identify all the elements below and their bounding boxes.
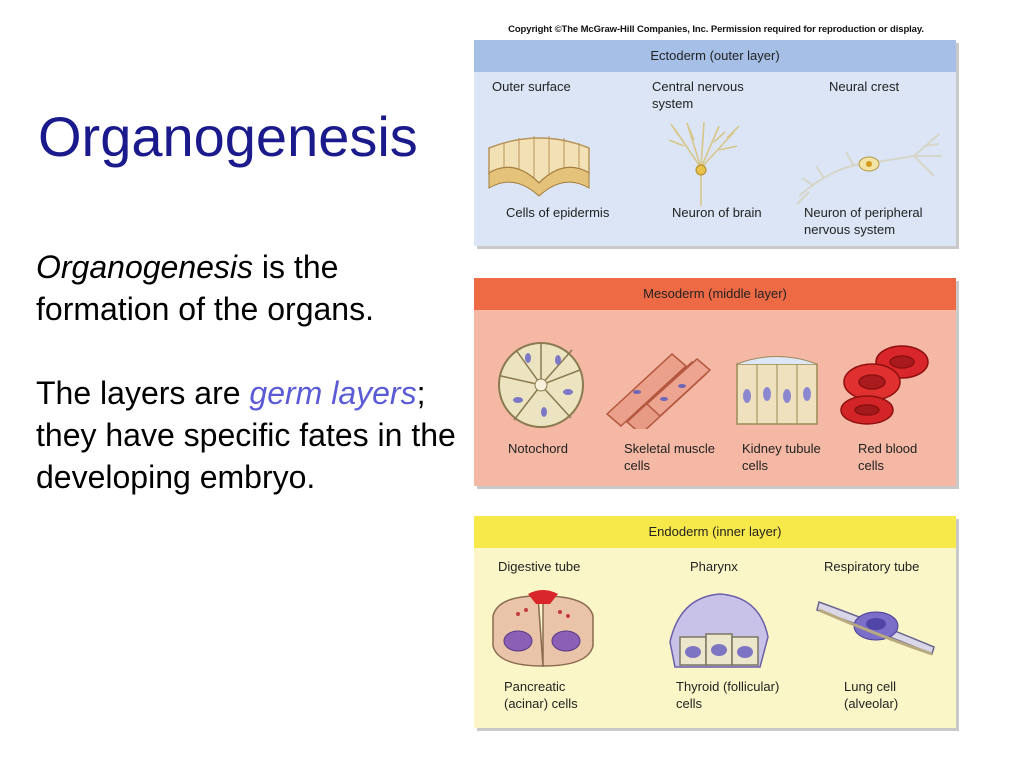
origin-digestive-tube: Digestive tube: [498, 559, 581, 574]
ectoderm-header: Ectoderm (outer layer): [474, 40, 956, 72]
term-organogenesis: Organogenesis: [36, 249, 254, 285]
definition-paragraph: Organogenesis is the formation of the or…: [36, 246, 466, 330]
mesoderm-header: Mesoderm (middle layer): [474, 278, 956, 310]
cell-epidermis-label: Cells of epidermis: [506, 205, 610, 220]
definition-text: is the formation of the organs.: [36, 249, 374, 327]
cell-skeletal-muscle-label: Skeletal muscle cells: [624, 441, 716, 473]
notochord-icon: [498, 342, 584, 428]
germ-layers-paragraph: The layers are germ layers; they have sp…: [36, 372, 466, 498]
slide-body: Organogenesis is the formation of the or…: [36, 246, 466, 498]
lung-cell-icon: [816, 601, 935, 656]
origin-pharynx: Pharynx: [690, 559, 738, 574]
cell-notochord-label: Notochord: [508, 441, 568, 456]
cell-brain-neuron-label: Neuron of brain: [672, 205, 762, 220]
copyright-notice: Copyright ©The McGraw-Hill Companies, In…: [508, 24, 924, 35]
origin-outer-surface: Outer surface: [492, 79, 571, 94]
thyroid-cells-icon: [669, 593, 769, 668]
cell-pancreatic-label: Pancreatic (acinar) cells: [504, 679, 578, 711]
origin-neural-crest: Neural crest: [829, 79, 900, 94]
germ-layers-intro: The layers are: [36, 375, 250, 411]
cell-red-blood-label: Red blood cells: [858, 441, 918, 473]
red-blood-cells-icon: [840, 345, 929, 425]
endoderm-panel: Endoderm (inner layer) Digestive tube Ph…: [474, 516, 956, 728]
origin-central-nervous-system: Central nervous system: [652, 79, 744, 111]
cell-kidney-tubule-label: Kidney tubule cells: [742, 441, 821, 473]
brain-neuron-icon: [668, 121, 740, 206]
endoderm-header: Endoderm (inner layer): [474, 516, 956, 548]
peripheral-neuron-icon: [796, 133, 942, 205]
term-germ-layers: germ layers: [249, 375, 417, 411]
cell-lung-label: Lung cell (alveolar): [844, 679, 899, 711]
pancreatic-cells-icon: [492, 590, 594, 667]
origin-respiratory-tube: Respiratory tube: [824, 559, 920, 574]
slide-title: Organogenesis: [38, 105, 418, 168]
epidermis-cells-icon: [488, 136, 590, 197]
cell-thyroid-label: Thyroid (follicular) cells: [676, 679, 780, 711]
mesoderm-panel: Mesoderm (middle layer) Notochord Skelet…: [474, 278, 956, 486]
cell-peripheral-neuron-label: Neuron of peripheral nervous system: [804, 205, 923, 237]
germ-layers-text: ; they have specific fates in the develo…: [36, 375, 456, 495]
skeletal-muscle-icon: [605, 352, 712, 429]
kidney-tubule-icon: [736, 356, 818, 425]
ectoderm-panel: Ectoderm (outer layer) Outer surface Cen…: [474, 40, 956, 246]
